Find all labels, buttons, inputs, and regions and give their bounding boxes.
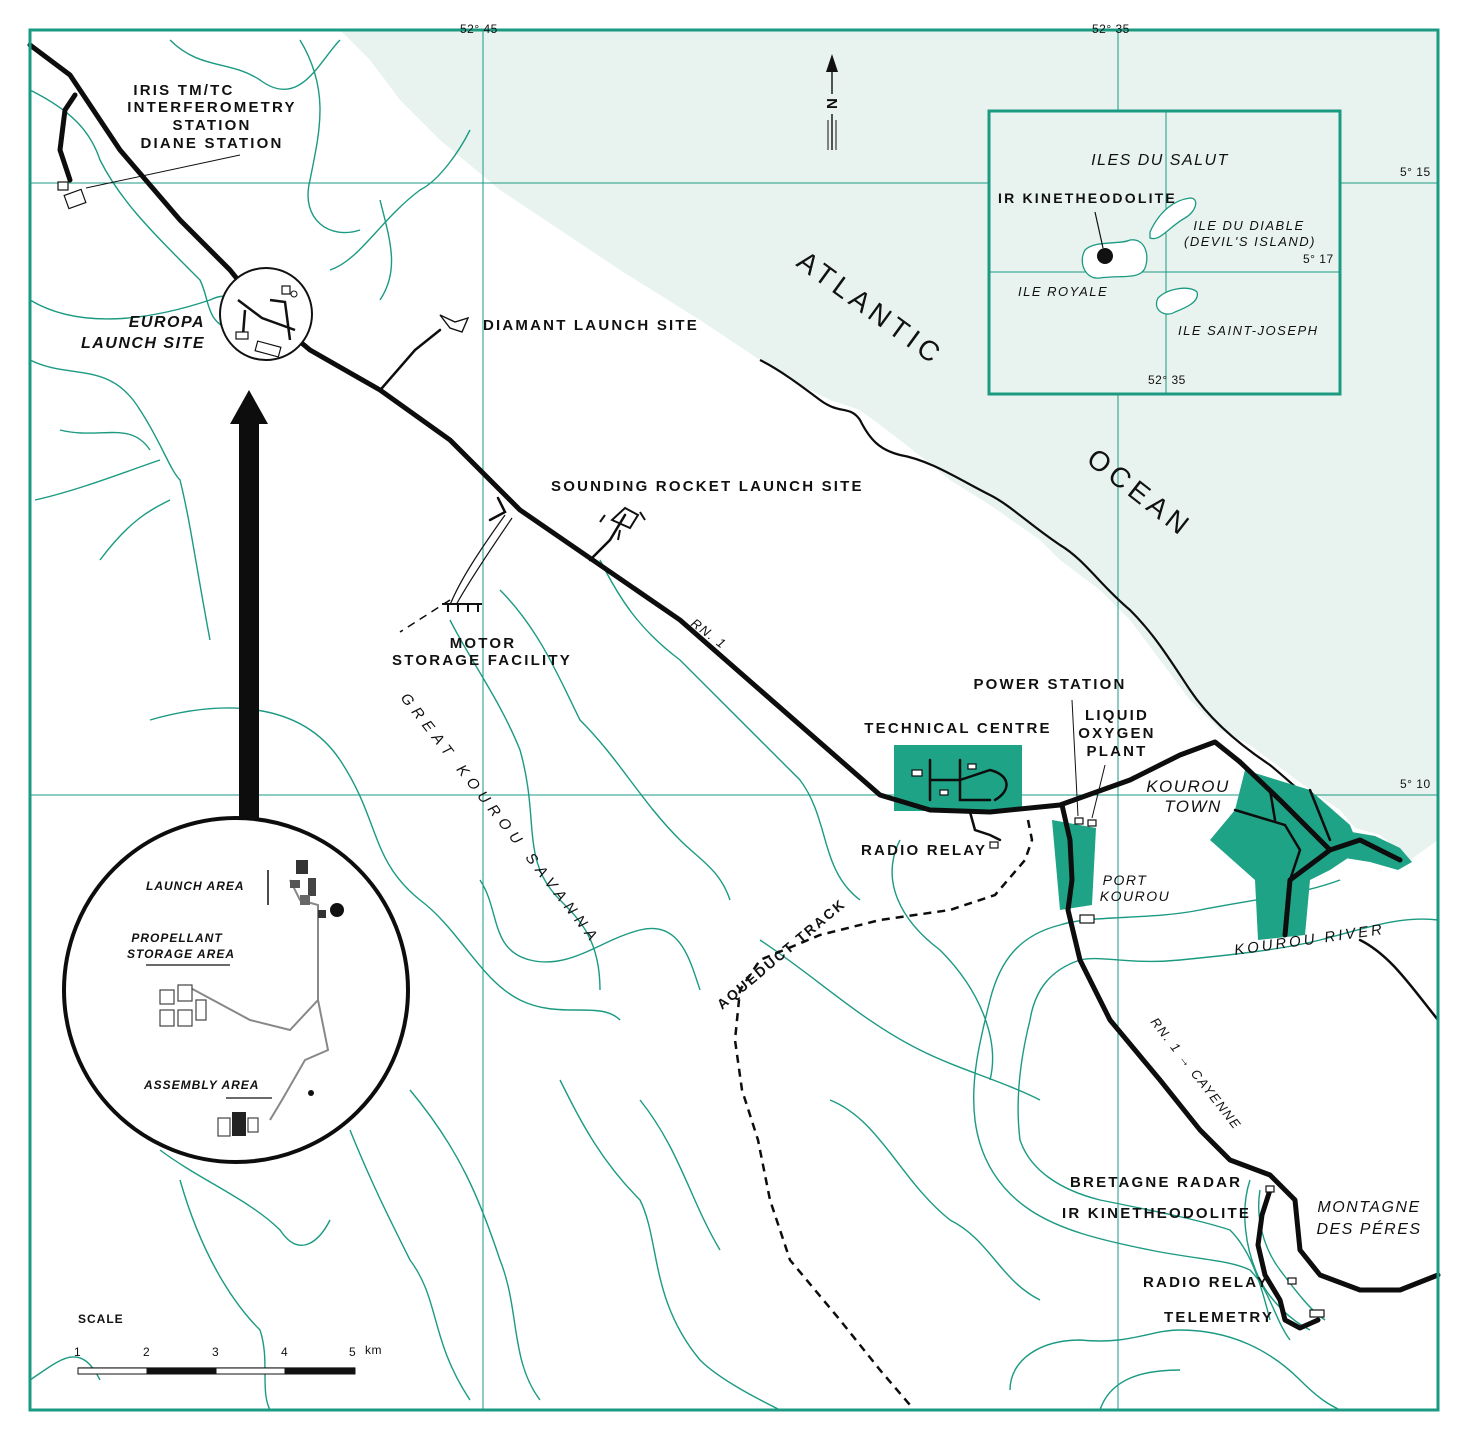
bretagne-radar-building: [1265, 1185, 1275, 1193]
grid-label-5-15: 5° 15: [1400, 165, 1431, 179]
inset-lat-label: 5° 17: [1303, 252, 1334, 266]
kourou-town-roads: [1233, 788, 1332, 882]
label-iris-1: IRIS TM/TC: [133, 82, 234, 99]
grid-label-52-45: 52° 45: [460, 22, 498, 36]
label-port-2: KOUROU: [1100, 888, 1170, 904]
label-ir-kinetheodolite: IR KINETHEODOLITE: [1062, 1205, 1251, 1222]
road-rn1: [27, 42, 1243, 815]
iris-diane-buildings: [57, 154, 241, 210]
scale-unit: km: [365, 1343, 382, 1357]
radio-relay-2-building: [1287, 1277, 1297, 1285]
label-motor-1: MOTOR: [450, 635, 517, 652]
inset-ir-kinetheodolite-marker: [1097, 248, 1113, 264]
motor-storage-track: [449, 514, 513, 606]
scale-tick-5: 5: [349, 1345, 356, 1359]
label-telemetry: TELEMETRY: [1164, 1309, 1274, 1326]
port-kourou-building: [1079, 914, 1095, 924]
streams: [29, 39, 1341, 1411]
grid-label-52-35: 52° 35: [1092, 22, 1130, 36]
scale-tick-2: 2: [143, 1345, 150, 1359]
road-iris-spur: [57, 92, 78, 183]
label-montagne-1: MONTAGNE: [1317, 1199, 1420, 1216]
inset-lon-label: 52° 35: [1148, 373, 1186, 387]
ile-saint-joseph-shape: [1155, 287, 1198, 315]
aqueduct-track: [733, 819, 1034, 1406]
label-rn1-cayenne: RN. 1 → CAYENNE: [1148, 1015, 1245, 1133]
label-sounding: SOUNDING ROCKET LAUNCH SITE: [551, 478, 864, 495]
label-radio-relay-2: RADIO RELAY: [1143, 1274, 1269, 1291]
detail-propellant-1: PROPELLANT: [131, 931, 223, 945]
diamant-launch-pad: [439, 314, 470, 333]
scale-tick-1: 1: [74, 1345, 81, 1359]
power-lox-buildings: [1071, 699, 1106, 827]
port-kourou-area: [1052, 820, 1096, 910]
scale-tick-3: 3: [212, 1345, 219, 1359]
kourou-river: [972, 879, 1439, 1341]
inset-ile-du-diable-1: ILE DU DIABLE: [1193, 218, 1304, 233]
inset-ile-saint-joseph: ILE SAINT-JOSEPH: [1178, 323, 1319, 338]
road-rn1-south: [1059, 802, 1441, 1293]
scale-bar: [77, 1367, 356, 1375]
inset-ir-kinetheodolite: IR KINETHEODOLITE: [998, 190, 1177, 206]
detail-launch-area: LAUNCH AREA: [146, 879, 245, 893]
label-power-station: POWER STATION: [973, 676, 1126, 693]
coastline: [759, 359, 1341, 827]
europa-launch-site-circle: [219, 267, 313, 361]
label-aqueduct: AQUEDUCT TRACK: [714, 895, 849, 1012]
road-diamant-spur: [380, 328, 442, 390]
sounding-rocket-pad: [599, 506, 646, 541]
road-sounding-spur: [588, 513, 627, 562]
radio-relay-building: [989, 841, 999, 849]
road-radio-relay-spur: [968, 810, 1002, 842]
label-kourou-river: KOUROU RIVER: [1233, 921, 1386, 959]
label-lox-2: OXYGEN: [1078, 725, 1155, 742]
inset-ile-royale: ILE ROYALE: [1018, 284, 1108, 299]
road-kourou-town: [1237, 759, 1403, 938]
road-motor-spur: [488, 496, 507, 522]
label-iris-3: STATION: [172, 117, 251, 134]
label-diane: DIANE STATION: [140, 135, 283, 152]
scale-tick-4: 4: [281, 1345, 288, 1359]
label-port-1: PORT: [1103, 872, 1148, 888]
europa-detail-circle: [62, 816, 410, 1164]
label-motor-2: STORAGE FACILITY: [392, 652, 572, 669]
inset-iles-du-salut: [987, 109, 1342, 396]
ile-du-diable-shape: [1149, 197, 1197, 240]
technical-centre-roads: [911, 758, 1008, 802]
label-montagne-2: DES PÉRES: [1316, 1219, 1421, 1238]
label-iris-2: INTERFEROMETRY: [127, 99, 296, 116]
scale-title: SCALE: [78, 1312, 124, 1326]
telemetry-building: [1309, 1309, 1325, 1318]
road-river-east: [1358, 938, 1440, 1022]
ile-royale-shape: [1081, 239, 1148, 279]
motor-storage-building: [442, 603, 482, 612]
inset-title: ILES DU SALUT: [1091, 152, 1229, 169]
north-arrow-icon: [824, 54, 840, 150]
label-radio-relay-1: RADIO RELAY: [861, 842, 987, 859]
label-bretagne-radar: BRETAGNE RADAR: [1070, 1174, 1242, 1191]
grid-label-5-10: 5° 10: [1400, 777, 1431, 791]
inset-ile-du-diable-2: (DEVIL'S ISLAND): [1184, 234, 1316, 249]
label-diamant: DIAMANT LAUNCH SITE: [483, 317, 699, 334]
map-frame: [28, 28, 1440, 1412]
technical-centre-area: [894, 745, 1022, 811]
motor-storage-dashed: [399, 599, 451, 633]
road-bretagne-loop: [1255, 1187, 1321, 1331]
label-lox-1: LIQUID: [1085, 707, 1149, 724]
detail-assembly-area: ASSEMBLY AREA: [143, 1078, 259, 1092]
label-kourou-town-1: KOUROU: [1146, 777, 1230, 796]
label-technical-centre: TECHNICAL CENTRE: [864, 720, 1051, 737]
label-north: N: [824, 98, 841, 109]
pointer-arrow: [230, 390, 268, 823]
label-kourou-town-2: TOWN: [1164, 797, 1222, 816]
detail-propellant-2: STORAGE AREA: [127, 947, 235, 961]
label-savanna: GREAT KOUROU SAVANNA: [397, 690, 604, 949]
label-europa-2: LAUNCH SITE: [81, 335, 205, 352]
label-lox-3: PLANT: [1087, 743, 1148, 760]
label-europa-1: EUROPA: [129, 314, 205, 331]
